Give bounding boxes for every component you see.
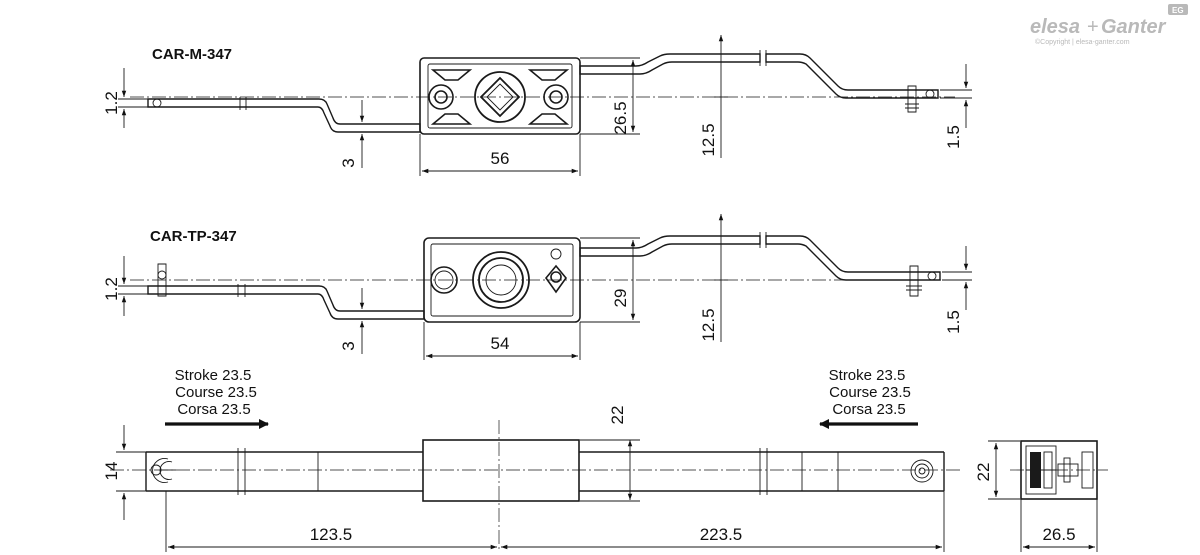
right-rivet (905, 85, 919, 113)
left-rivet (157, 270, 167, 280)
stroke-left-fr: Course 23.5 (175, 384, 257, 401)
view-car-tp-347: CAR-TP-347 54 29 12.5 (102, 214, 972, 360)
keyhole-icon (544, 264, 568, 294)
cylinder-lock-icon (472, 251, 530, 309)
dim-left-thickness: 1.2 (102, 91, 121, 115)
dim-right-length: 223.5 (700, 525, 743, 544)
left-screw-icon (428, 84, 454, 110)
right-rod-upper (579, 235, 761, 257)
right-rod-lower (765, 235, 941, 281)
view-bottom-top-plan: Stroke 23.5 Course 23.5 Corsa 23.5 Strok… (102, 367, 960, 552)
view-car-m-347: CAR-M-347 56 26.5 12. (102, 35, 972, 176)
dim-bar-width-14: 14 (102, 462, 121, 481)
dim-offset-12-5: 12.5 (699, 123, 718, 156)
stroke-right-en: Stroke 23.5 (829, 367, 906, 384)
stroke-right-it: Corsa 23.5 (832, 401, 905, 418)
stroke-right-fr: Course 23.5 (829, 384, 911, 401)
flat-bar-right (579, 451, 945, 492)
lock-housing (422, 439, 580, 502)
left-rivet (152, 98, 162, 108)
brand-badge-text: EG (1172, 6, 1184, 15)
stroke-left-it: Corsa 23.5 (177, 401, 250, 418)
dim-side-width-26-5: 26.5 (1042, 525, 1075, 544)
indicator-hole (550, 248, 562, 260)
view-label-car-m-347: CAR-M-347 (152, 46, 232, 63)
dim-height-26-5: 26.5 (611, 101, 630, 134)
brand-copyright: ©Copyright | elesa-ganter.com (1035, 38, 1130, 46)
left-rod (147, 285, 425, 320)
view-side: 22 26.5 (974, 440, 1108, 552)
left-clip-icon (152, 458, 169, 483)
screw-hole-icon (430, 266, 458, 294)
brand-name-part1: elesa (1030, 16, 1080, 38)
dim-side-height-22: 22 (974, 463, 993, 482)
right-rivet (906, 265, 922, 297)
right-screw-icon (543, 84, 569, 110)
dim-width-54: 54 (491, 334, 510, 353)
flat-bar-left (145, 451, 423, 492)
stroke-left-en: Stroke 23.5 (175, 367, 252, 384)
dim-left-thickness: 1.2 (102, 277, 121, 301)
lock-body (423, 237, 581, 323)
dim-step: 3 (339, 158, 358, 167)
left-rod (147, 98, 421, 133)
view-label-car-tp-347: CAR-TP-347 (150, 228, 237, 245)
dim-step: 3 (339, 341, 358, 350)
dim-center-height-22: 22 (608, 406, 627, 425)
dim-offset-12-5: 12.5 (699, 308, 718, 341)
dim-right-thickness: 1.5 (944, 310, 963, 334)
dim-left-length: 123.5 (310, 525, 353, 544)
dim-right-thickness: 1.5 (944, 125, 963, 149)
right-rod-lower (765, 53, 939, 99)
brand-plus: + (1087, 16, 1099, 38)
stroke-note-left: Stroke 23.5 Course 23.5 Corsa 23.5 (165, 367, 270, 430)
right-clip-icon (910, 459, 934, 483)
brand-badge (1168, 4, 1188, 15)
dim-width-56: 56 (491, 149, 510, 168)
stroke-note-right: Stroke 23.5 Course 23.5 Corsa 23.5 (818, 367, 918, 430)
right-rod-upper (579, 53, 761, 75)
brand-logo: elesa + Ganter EG ©Copyright | elesa-gan… (1030, 4, 1188, 46)
lock-body (419, 57, 581, 135)
dim-height-29: 29 (611, 289, 630, 308)
square-key-icon (474, 71, 526, 123)
brand-name-part2: Ganter (1101, 16, 1167, 38)
